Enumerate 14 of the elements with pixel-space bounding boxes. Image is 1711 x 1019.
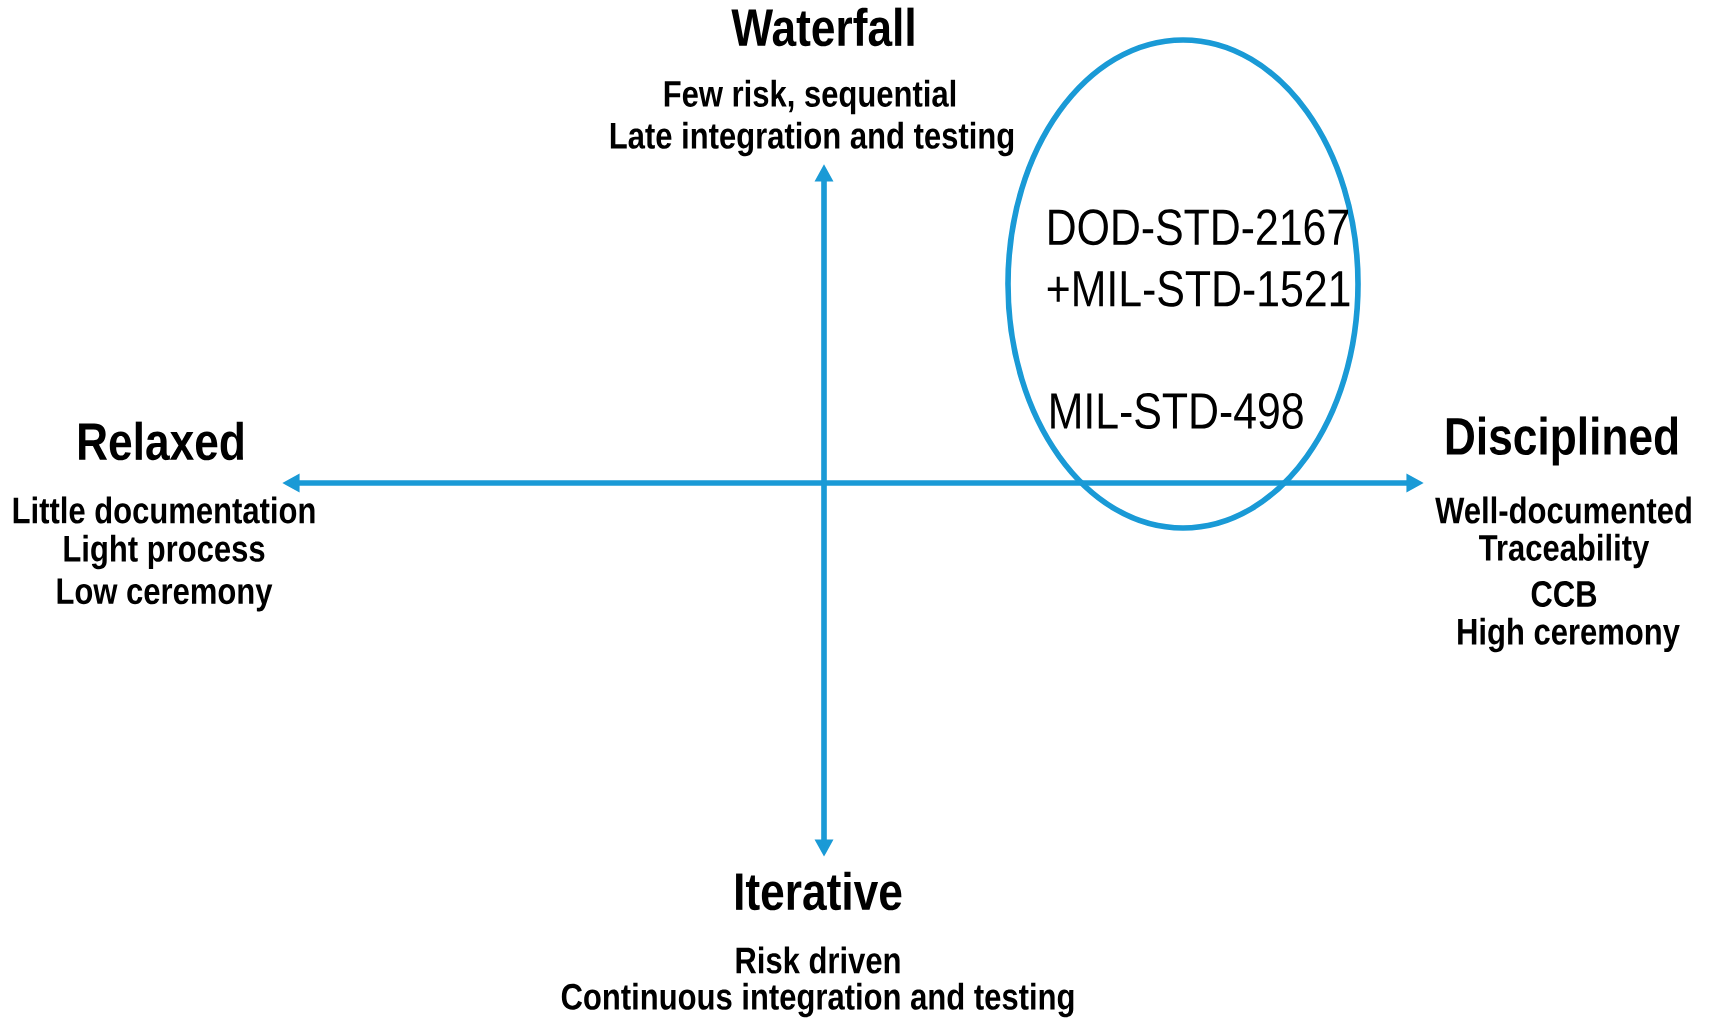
axis-note: Light process <box>64 534 265 570</box>
axis-note: Risk driven <box>736 946 900 974</box>
axis-note: Little documentation <box>13 496 315 524</box>
axis-note: Low ceremony <box>57 578 273 612</box>
axis-note: Traceability <box>1479 533 1650 569</box>
axis-note: Few risk, sequential <box>664 79 956 115</box>
axis-heading: Iterative <box>736 871 902 911</box>
axis-note: Continuous integration and testing <box>561 982 1074 1018</box>
axis-note: CCB <box>1531 580 1597 608</box>
axis-note: Well-documented <box>1435 496 1691 524</box>
axis-heading: Disciplined <box>1446 416 1678 466</box>
axis-heading: Relaxed <box>79 421 243 461</box>
axis-note: High ceremony <box>1458 617 1680 653</box>
axis-heading: Waterfall <box>731 7 914 47</box>
